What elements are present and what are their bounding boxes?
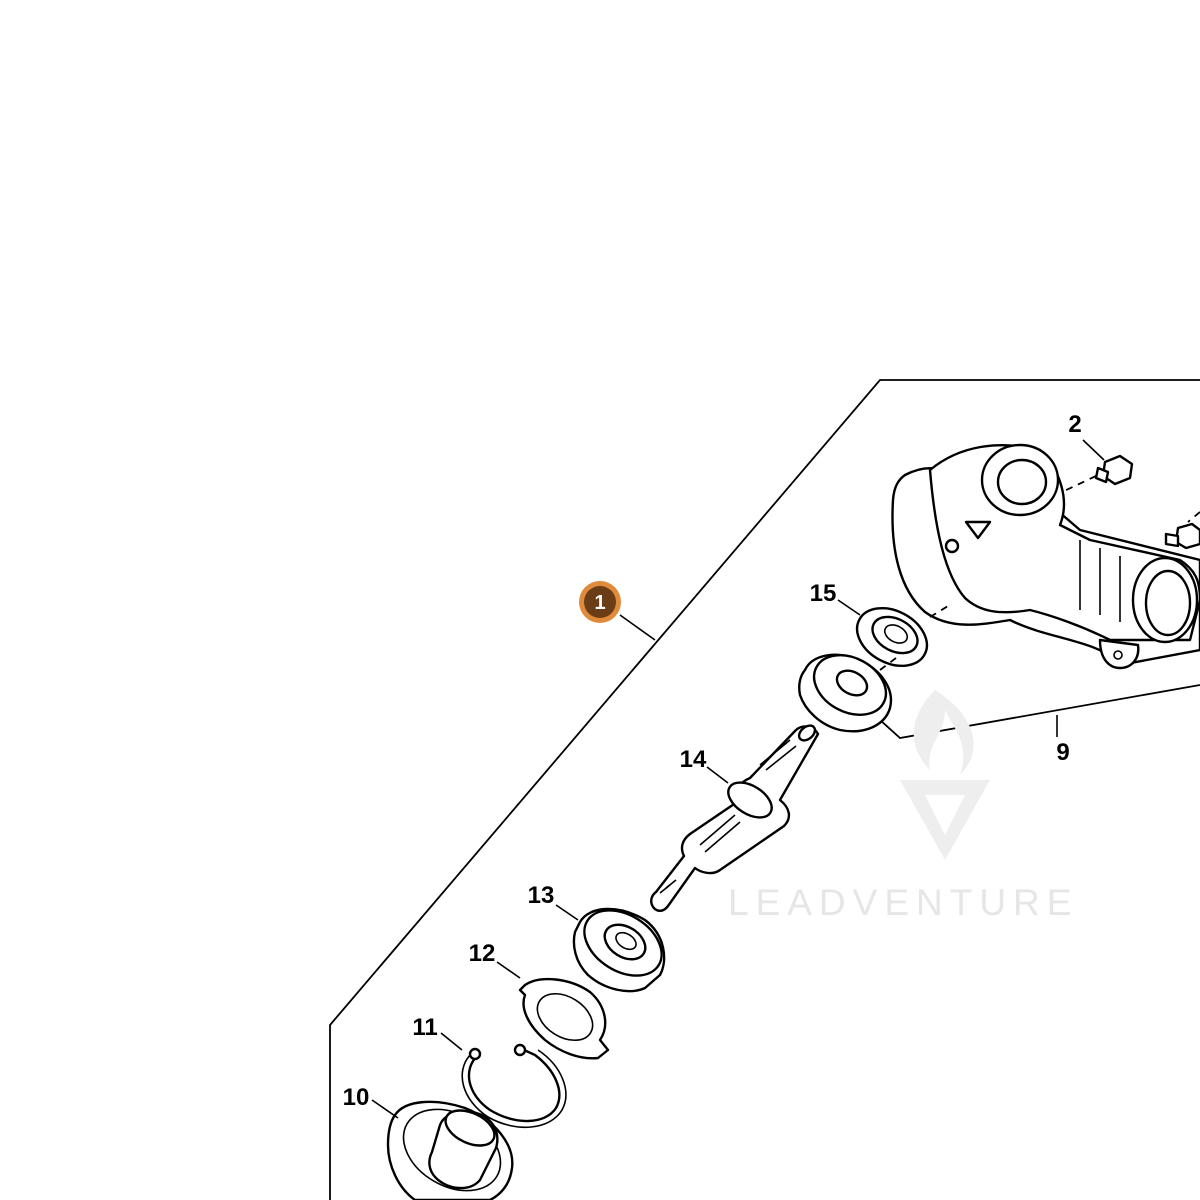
callout-15-label: 15: [810, 580, 837, 607]
spline-d: [704, 821, 741, 853]
watermark-text: LEADVENTURE: [728, 882, 1078, 923]
callout-13[interactable]: 13: [528, 882, 579, 921]
callout-11-label: 11: [412, 1014, 437, 1041]
callout-12[interactable]: 12: [469, 940, 521, 979]
callout-11[interactable]: 11: [412, 1014, 463, 1051]
callout-10[interactable]: 10: [343, 1084, 399, 1119]
callout-10-label: 10: [343, 1084, 370, 1111]
washer-12-outer: [518, 977, 610, 1060]
leader-2: [1082, 439, 1105, 461]
shaft-body: [650, 725, 820, 912]
callout-2[interactable]: 2: [1068, 411, 1105, 461]
watermark: LEADVENTURE: [728, 690, 1078, 923]
callout-9-label: 9: [1056, 739, 1069, 766]
housing-plug: [944, 538, 960, 554]
screw-2[interactable]: [1061, 454, 1134, 493]
circlip-11-ring: [467, 1048, 561, 1123]
mount-ear-hole: [1113, 650, 1123, 660]
screw-2-axis: [1061, 475, 1097, 493]
flange-10-hub-top: [444, 1109, 496, 1147]
bearing-13-inner: [603, 923, 647, 961]
bearing-15-axis: [929, 605, 949, 618]
circlip-eye-a: [468, 1047, 482, 1061]
circlip-eye-b: [513, 1043, 527, 1057]
watermark-flame-icon: [900, 690, 990, 860]
spline-c: [699, 814, 736, 846]
bevel-gear[interactable]: [798, 643, 901, 733]
bearing-15-bore: [883, 624, 909, 644]
housing-top-bore-inner: [996, 458, 1048, 506]
shaft-tip: [797, 724, 817, 742]
washer-12-inner: [536, 992, 594, 1042]
shaft-14[interactable]: [650, 723, 820, 912]
leader-14: [706, 766, 729, 784]
callout-15[interactable]: 15: [810, 580, 861, 616]
thread-b: [665, 879, 677, 889]
washer-12[interactable]: [518, 977, 610, 1060]
screw-2b[interactable]: [1164, 511, 1200, 550]
sub-assembly-frame-9: [879, 684, 1200, 739]
leader-10: [371, 1099, 399, 1119]
spline-b: [765, 745, 797, 771]
screw-b-head: [1174, 522, 1200, 550]
mount-ear: [1098, 638, 1140, 670]
circlip-11[interactable]: [461, 1043, 567, 1129]
callout-2-label: 2: [1068, 411, 1081, 438]
spline-a: [759, 739, 791, 766]
circlip-11-ring-inner: [461, 1049, 567, 1129]
assembly-frame: [329, 379, 1200, 1200]
callout-12-label: 12: [469, 940, 496, 967]
badge-disc: [584, 586, 616, 618]
bearing-15-inner: [871, 615, 919, 655]
leader-13: [555, 904, 579, 921]
callout-14-label: 14: [680, 746, 707, 773]
assembly-badge[interactable]: 1: [579, 581, 656, 641]
bearing-13-bore: [615, 931, 637, 951]
bearing-13[interactable]: [572, 897, 674, 993]
gear-axis: [879, 654, 901, 671]
housing-side-tube-inner: [1144, 569, 1192, 637]
gear-bore: [835, 669, 869, 697]
screw-2b-axis: [1187, 511, 1200, 523]
callout-13-label: 13: [528, 882, 555, 909]
hot-surface-warning-icon: [964, 520, 992, 540]
gear-housing[interactable]: [891, 443, 1200, 670]
badge-label: 1: [594, 592, 605, 614]
flange-10[interactable]: [386, 1093, 515, 1200]
callout-14[interactable]: 14: [680, 746, 729, 784]
leader-1: [619, 614, 656, 641]
screw-b-shank: [1164, 532, 1180, 548]
screw-shank: [1094, 466, 1110, 484]
leader-15: [837, 599, 861, 616]
ball-bearing-15[interactable]: [847, 597, 949, 678]
callout-9[interactable]: 9: [1056, 715, 1070, 766]
leader-11: [440, 1032, 463, 1051]
leader-12: [496, 961, 521, 979]
shaft-collar: [727, 781, 773, 819]
